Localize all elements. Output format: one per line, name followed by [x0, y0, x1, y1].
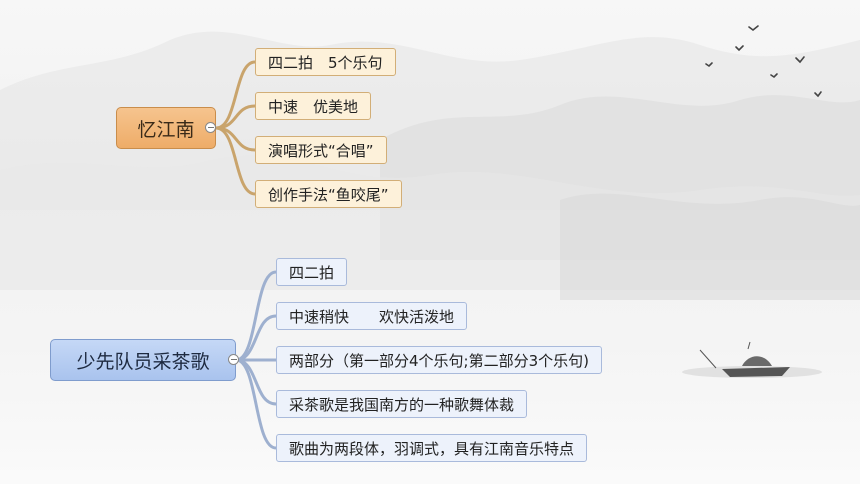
subtopic-meter[interactable]: 四二拍: [276, 258, 348, 286]
branch-line: [214, 126, 257, 196]
branch-line: [234, 358, 278, 450]
topic-yi-jiang-nan[interactable]: 忆江南: [116, 107, 216, 149]
collapse-toggle-icon[interactable]: [205, 122, 216, 133]
branch-line: [214, 60, 257, 130]
subtopic-label: 中速 优美地: [268, 97, 359, 116]
subtopic-label: 四二拍: [289, 263, 335, 282]
right-hill: [560, 193, 860, 300]
subtopic-label: 中速稍快 欢快活泼地: [289, 307, 455, 326]
fishing-boat: [682, 341, 822, 378]
subtopic-genre[interactable]: 采茶歌是我国南方的一种歌舞体裁: [276, 390, 528, 418]
subtopic-label: 创作手法“鱼咬尾”: [268, 185, 389, 204]
collapse-toggle-icon[interactable]: [228, 354, 239, 365]
subtopic-label: 歌曲为两段体，羽调式，具有江南音乐特点: [289, 439, 575, 458]
subtopic-tempo[interactable]: 中速稍快 欢快活泼地: [276, 302, 468, 330]
subtopic-technique[interactable]: 创作手法“鱼咬尾”: [255, 180, 402, 208]
subtopic-structure[interactable]: 两部分（第一部分4个乐句;第二部分3个乐句): [276, 346, 602, 374]
near-mountains: [0, 155, 860, 290]
subtopic-form-mode[interactable]: 歌曲为两段体，羽调式，具有江南音乐特点: [276, 434, 588, 462]
subtopic-tempo[interactable]: 中速 优美地: [255, 92, 372, 120]
subtopic-label: 两部分（第一部分4个乐句;第二部分3个乐句): [289, 351, 589, 370]
flying-birds: [705, 25, 822, 98]
subtopic-label: 四二拍 5个乐句: [268, 53, 383, 72]
topic-label: 忆江南: [137, 118, 195, 141]
branch-line: [234, 270, 278, 362]
topic-label: 少先队员采茶歌: [76, 350, 210, 373]
topic-shao-xian-dui-yuan-cai-cha-ge[interactable]: 少先队员采茶歌: [50, 339, 236, 381]
subtopic-label: 演唱形式“合唱”: [268, 141, 374, 160]
subtopic-performance-form[interactable]: 演唱形式“合唱”: [255, 136, 387, 164]
subtopic-meter-phrases[interactable]: 四二拍 5个乐句: [255, 48, 396, 76]
subtopic-label: 采茶歌是我国南方的一种歌舞体裁: [289, 395, 515, 414]
